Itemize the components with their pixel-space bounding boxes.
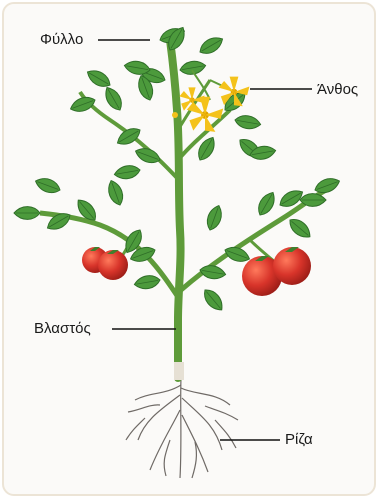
- roots: [126, 378, 238, 478]
- stem-label: Βλαστός: [34, 320, 91, 337]
- leaf-label: Φύλλο: [40, 31, 83, 48]
- tomatoes: [82, 247, 311, 296]
- flower-label: Άνθος: [317, 81, 358, 98]
- root-label: Ρίζα: [285, 431, 313, 448]
